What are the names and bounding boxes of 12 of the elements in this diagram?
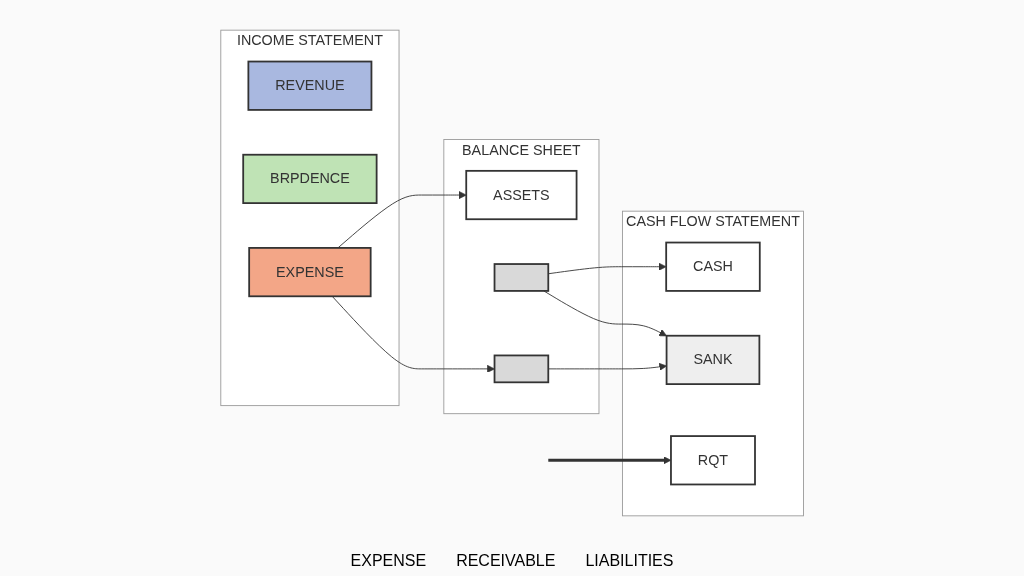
node-box: REVENUE (247, 60, 373, 111)
node-box (493, 354, 550, 384)
node-box: SANK (665, 334, 761, 385)
text-label: EXPENSE (350, 552, 427, 570)
node-box: ASSETS (465, 169, 578, 221)
node-box (493, 263, 550, 292)
text-label: RECEIVABLE (456, 552, 556, 570)
text-label: LIABILITIES (585, 552, 674, 570)
node-box: EXPENSE (248, 247, 372, 298)
node-box: BRPDENCE (242, 153, 378, 204)
node-box: CASH (665, 241, 761, 292)
node-box: RQT (669, 435, 756, 486)
